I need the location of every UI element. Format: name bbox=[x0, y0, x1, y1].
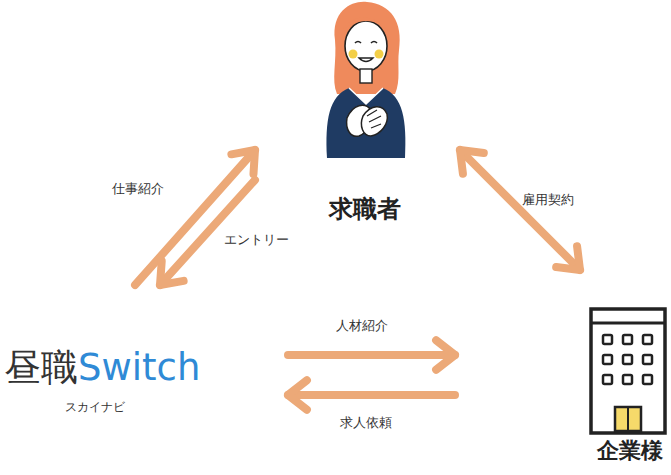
node-label: 企業様 bbox=[580, 438, 671, 463]
node-label: 昼職Switch bbox=[4, 347, 234, 390]
arrow-head bbox=[436, 340, 455, 370]
flow-arrow bbox=[460, 150, 580, 270]
brand-kanji: 昼職 bbox=[4, 346, 78, 389]
edge-label: 雇用契約 bbox=[522, 192, 574, 208]
edge-label: エントリー bbox=[224, 232, 289, 248]
brand-latin: Switch bbox=[78, 346, 200, 389]
arrow-head bbox=[556, 246, 580, 270]
edge-label: 求人依頼 bbox=[340, 415, 392, 431]
actor-node: 企業様 bbox=[455, 270, 671, 472]
edge-label: 仕事紹介 bbox=[112, 181, 164, 197]
arrow-head bbox=[460, 150, 484, 174]
actor-node: 求職者 bbox=[255, 0, 460, 226]
arrow-head bbox=[160, 261, 184, 285]
flow-arrow bbox=[288, 380, 455, 410]
arrow-shaft bbox=[288, 391, 455, 399]
arrow-head bbox=[288, 380, 307, 410]
arrow-head bbox=[231, 150, 255, 174]
flow-arrow bbox=[135, 150, 255, 285]
job-seeker-illustration bbox=[313, 0, 417, 158]
actor-node: 昼職Switch スカイナビ bbox=[0, 285, 288, 425]
edge-label: 人材紹介 bbox=[336, 318, 388, 334]
company-building-icon bbox=[585, 305, 671, 437]
node-label: 求職者 bbox=[310, 196, 420, 224]
node-sublabel: スカイナビ bbox=[40, 401, 150, 415]
arrow-shaft bbox=[288, 351, 455, 359]
arrow-shaft bbox=[460, 150, 580, 270]
arrow-shaft bbox=[135, 150, 255, 285]
flow-arrow bbox=[288, 340, 455, 370]
